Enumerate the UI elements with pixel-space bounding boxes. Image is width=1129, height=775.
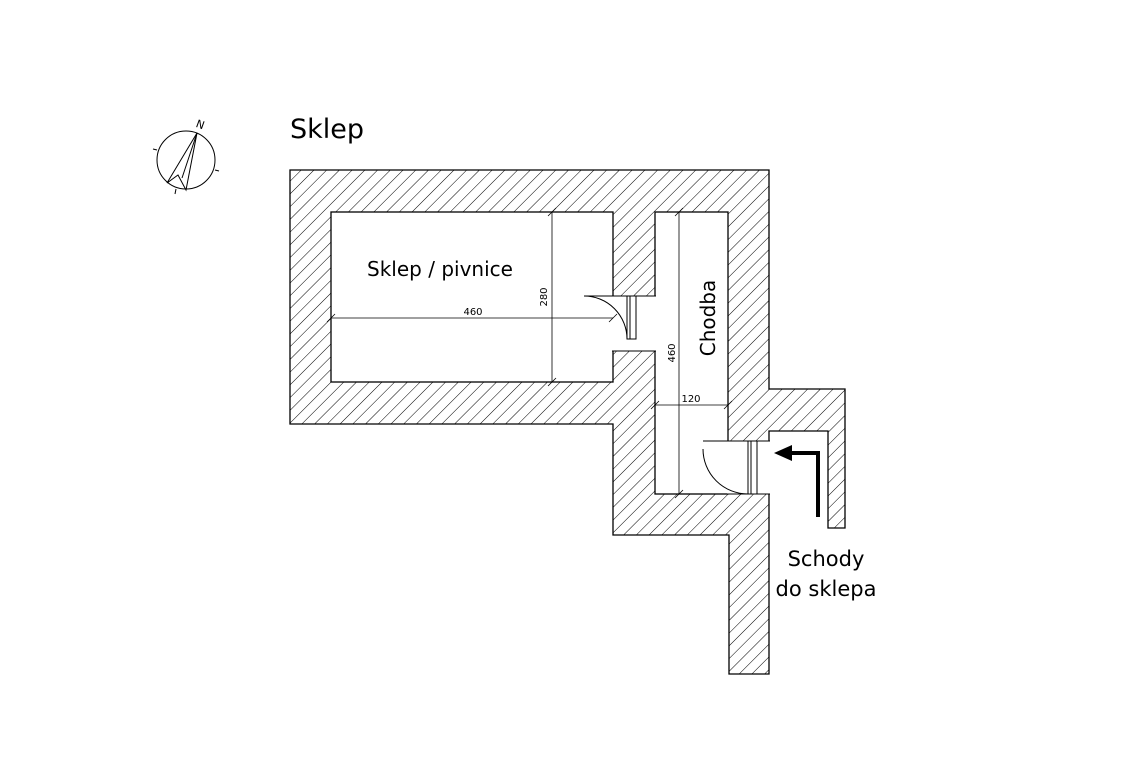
stairs-arrow [774,445,820,517]
plan-title: Sklep [290,114,364,145]
dimension-cellar-width: 460 [463,307,482,318]
dimension-lines [326,207,733,499]
door-stairs [702,440,770,495]
north-arrow-icon [152,130,220,195]
dimension-cellar-depth: 280 [539,287,550,306]
room-label-corridor: Chodba [696,280,720,357]
dimension-corridor-length: 460 [667,343,678,362]
room-label-cellar: Sklep / pivnice [367,257,513,281]
stairs-note-line1: Schody [788,547,865,571]
door-cellar [583,295,656,352]
dimension-corridor-width: 120 [681,394,700,405]
stairs-note-line2: do sklepa [776,577,877,601]
